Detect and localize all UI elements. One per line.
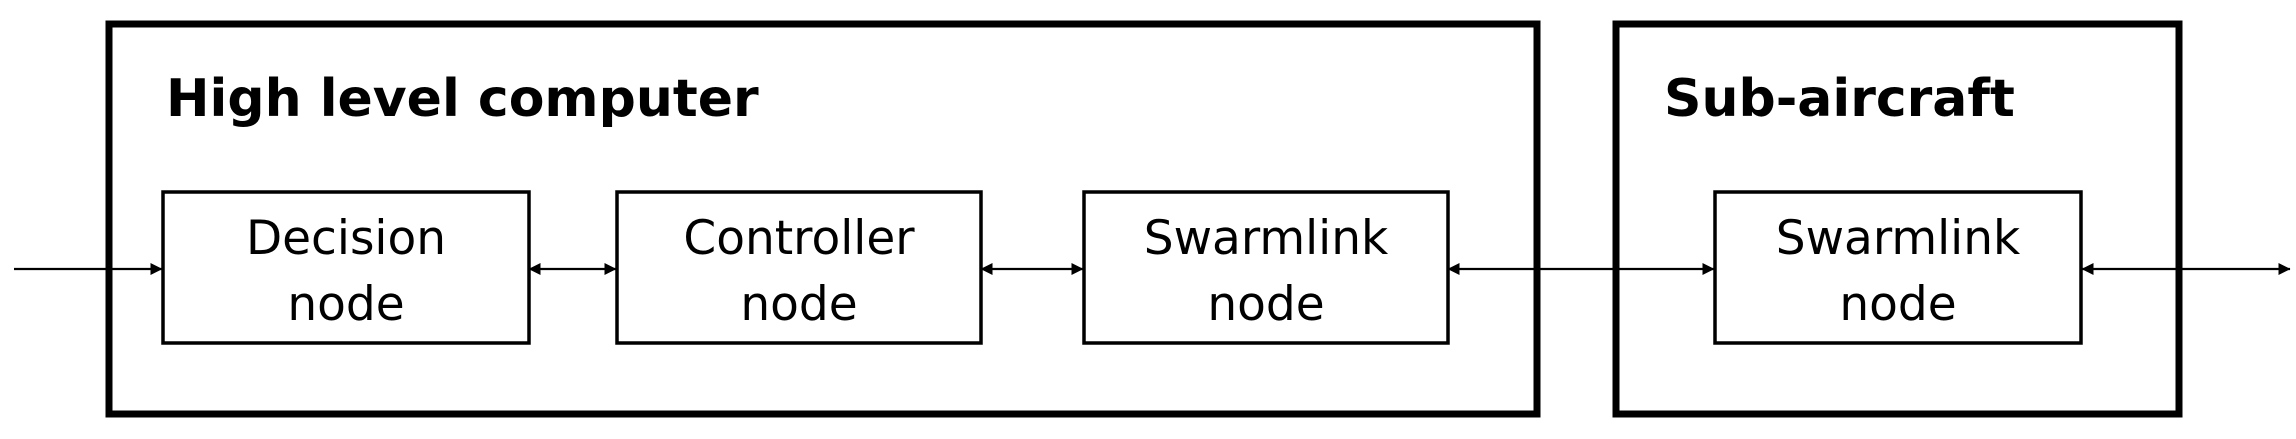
node-decision: Decision node (161, 190, 531, 345)
group-title-high-level-computer: High level computer (166, 69, 759, 129)
node-swarmlink-hlc-label-line2: node (1207, 277, 1324, 332)
group-high-level-computer (105, 20, 1541, 418)
group-sub-aircraft (1612, 20, 2183, 418)
node-swarmlink-sub-label-line1: Swarmlink (1776, 211, 2021, 266)
node-controller: Controller node (615, 190, 983, 345)
node-controller-label-line1: Controller (683, 211, 915, 266)
node-swarmlink-hlc: Swarmlink node (1082, 190, 1450, 345)
node-swarmlink-sub: Swarmlink node (1713, 190, 2083, 345)
node-swarmlink-hlc-label-line1: Swarmlink (1144, 211, 1389, 266)
node-swarmlink-sub-label-line2: node (1839, 277, 1956, 332)
node-controller-label-line2: node (740, 277, 857, 332)
node-decision-label-line2: node (287, 277, 404, 332)
node-decision-label-line1: Decision (246, 211, 446, 266)
group-title-sub-aircraft: Sub-aircraft (1664, 69, 2015, 129)
